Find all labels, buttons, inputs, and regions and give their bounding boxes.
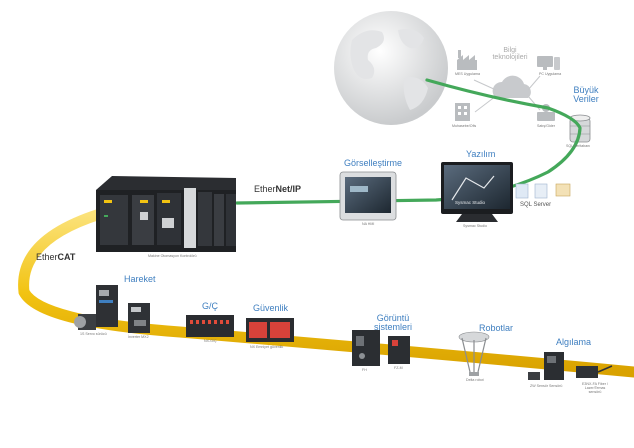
heading-big-data: Büyük Veriler: [573, 85, 599, 105]
servo-drive: [96, 285, 118, 327]
sql-server-logo: SQL Server: [520, 202, 552, 208]
software-package-icons: [515, 183, 571, 199]
heading-safety: Güvenlik: [253, 303, 289, 313]
caption-sales: Satış/Gider: [537, 124, 555, 128]
caption-studio: Sysmac Studio: [463, 224, 487, 228]
caption-nx-io: NX-G/Ç: [204, 339, 217, 343]
heading-robotics: Robotlar: [479, 323, 514, 333]
caption-fh: FH: [362, 368, 367, 372]
zw-sensor: [528, 352, 564, 380]
heading-motion: Hareket: [124, 274, 156, 284]
caption-controller: Makine Otomasyon Kontrolörü: [148, 254, 197, 258]
inverter: [128, 303, 150, 333]
office-building-icon: [455, 103, 470, 121]
ethernet-ip-logo: EtherNet/IP: [254, 184, 302, 194]
monitor-screen-text: Sysmac Studio: [455, 200, 486, 205]
heading-vision: Görüntü sistemleri: [373, 313, 412, 333]
ethercat-logo: EtherCAT: [36, 252, 76, 262]
heading-sensing: Algılama: [556, 337, 592, 347]
heading-io: G/Ç: [202, 301, 219, 311]
caption-sql: SQL Veritabanı: [566, 144, 591, 148]
machine-controller: [96, 176, 236, 252]
sysmac-monitor: [441, 162, 513, 222]
factory-icon: [457, 50, 477, 70]
caption-fz: FZ-M: [394, 366, 403, 370]
fh-vision-controller: [352, 330, 380, 366]
hmi-panel: [339, 171, 397, 221]
caption-zw: ZW Sensör Sensörü: [530, 384, 563, 388]
nx-io-module: [186, 315, 234, 337]
heading-it: Bilgi teknolojileri: [492, 47, 528, 62]
caption-inverter: İnverter MX2: [128, 335, 149, 339]
caption-office: Muhasebe/Ofis: [452, 124, 477, 128]
caption-mes: MES Uygulama: [455, 72, 480, 76]
heading-visualization: Görselleştirme: [344, 158, 403, 168]
caption-fiber: E3NX-FA Fiber / Lazer/Temas sensörü: [582, 382, 608, 394]
caption-servo: 1S Servo sürücü: [80, 332, 107, 336]
cloud-icon: [492, 75, 531, 98]
pc-icon: [537, 56, 560, 70]
caption-hmi: NA HMI: [362, 222, 375, 226]
caption-nx-safety: NX Emniyet güvenlik: [250, 345, 284, 349]
servo-motor: [74, 314, 96, 330]
caption-delta: Delta robot: [466, 378, 484, 382]
delta-robot: [458, 331, 490, 376]
nx-safety-module: [246, 318, 294, 342]
fz-vision-controller: [388, 336, 410, 364]
fiber-sensor: [576, 365, 613, 378]
caption-pc: PC Uygulama: [539, 72, 562, 76]
globe-icon: [334, 11, 448, 125]
heading-software: Yazılım: [466, 149, 496, 159]
